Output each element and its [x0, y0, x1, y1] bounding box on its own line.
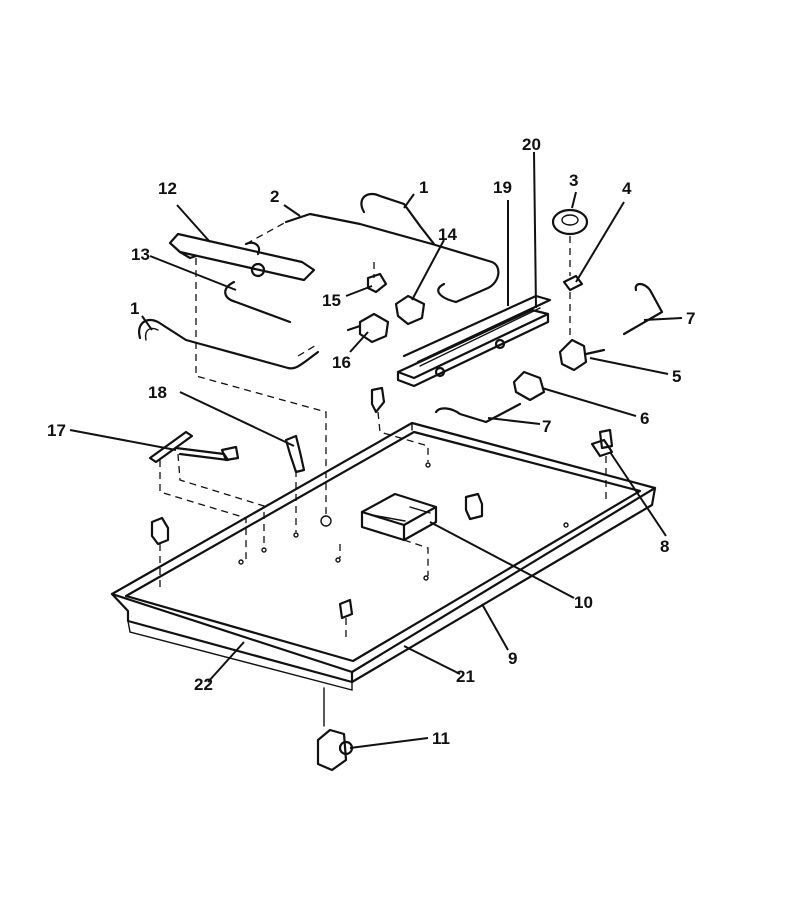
- grommet-3: [551, 208, 589, 236]
- bracket-17: [148, 430, 240, 464]
- rail-assembly: [396, 294, 552, 388]
- control-box: [360, 492, 438, 542]
- callout-12: 12: [158, 179, 177, 198]
- callout-14: 14: [438, 225, 457, 244]
- callout-20: 20: [522, 135, 541, 154]
- bracket-18: [284, 434, 306, 474]
- assembly-guide-lines: [159, 221, 607, 640]
- callout-16: 16: [332, 353, 351, 372]
- tube-2: [284, 212, 500, 304]
- callout-2: 2: [270, 187, 279, 206]
- burner-assembly-12: [168, 232, 316, 282]
- valve-5: [558, 338, 606, 372]
- callout-3: 3: [569, 171, 578, 190]
- pan-clips: [150, 386, 614, 620]
- fitting-15: [366, 272, 388, 294]
- callout-21: 21: [456, 667, 475, 686]
- tube-7-upper: [622, 282, 664, 336]
- callout-17: 17: [47, 421, 66, 440]
- callout-1-lower: 1: [130, 299, 139, 318]
- tube-13: [224, 280, 292, 324]
- callout-7-lower: 7: [542, 417, 551, 436]
- callout-18: 18: [148, 383, 167, 402]
- callout-9: 9: [508, 649, 517, 668]
- callout-22: 22: [194, 675, 213, 694]
- callout-19: 19: [493, 178, 512, 197]
- valve-16: [346, 312, 390, 344]
- bracket-8: [590, 438, 614, 458]
- clip-4: [562, 274, 584, 292]
- callout-4: 4: [622, 179, 632, 198]
- valve-6: [512, 370, 546, 402]
- part-11: [316, 687, 354, 772]
- tube-1-upper: [360, 192, 436, 246]
- base-pan: [110, 421, 657, 691]
- callout-15: 15: [322, 291, 341, 310]
- callout-8: 8: [660, 537, 669, 556]
- callout-5: 5: [672, 367, 681, 386]
- callout-13: 13: [131, 245, 150, 264]
- callout-10: 10: [574, 593, 593, 612]
- callout-labels: 1 1 2 3 4 5 6 7 7 8 9 10 11 12 13 14 15 …: [47, 135, 695, 748]
- leader-lines: [69, 151, 683, 749]
- tube-7-lower: [434, 402, 522, 424]
- callout-7-upper: 7: [686, 309, 695, 328]
- callout-6: 6: [640, 409, 649, 428]
- valve-14: [394, 294, 426, 326]
- burner-tube-lower-left: [138, 318, 320, 370]
- callout-1-upper: 1: [419, 178, 428, 197]
- callout-11: 11: [432, 729, 450, 748]
